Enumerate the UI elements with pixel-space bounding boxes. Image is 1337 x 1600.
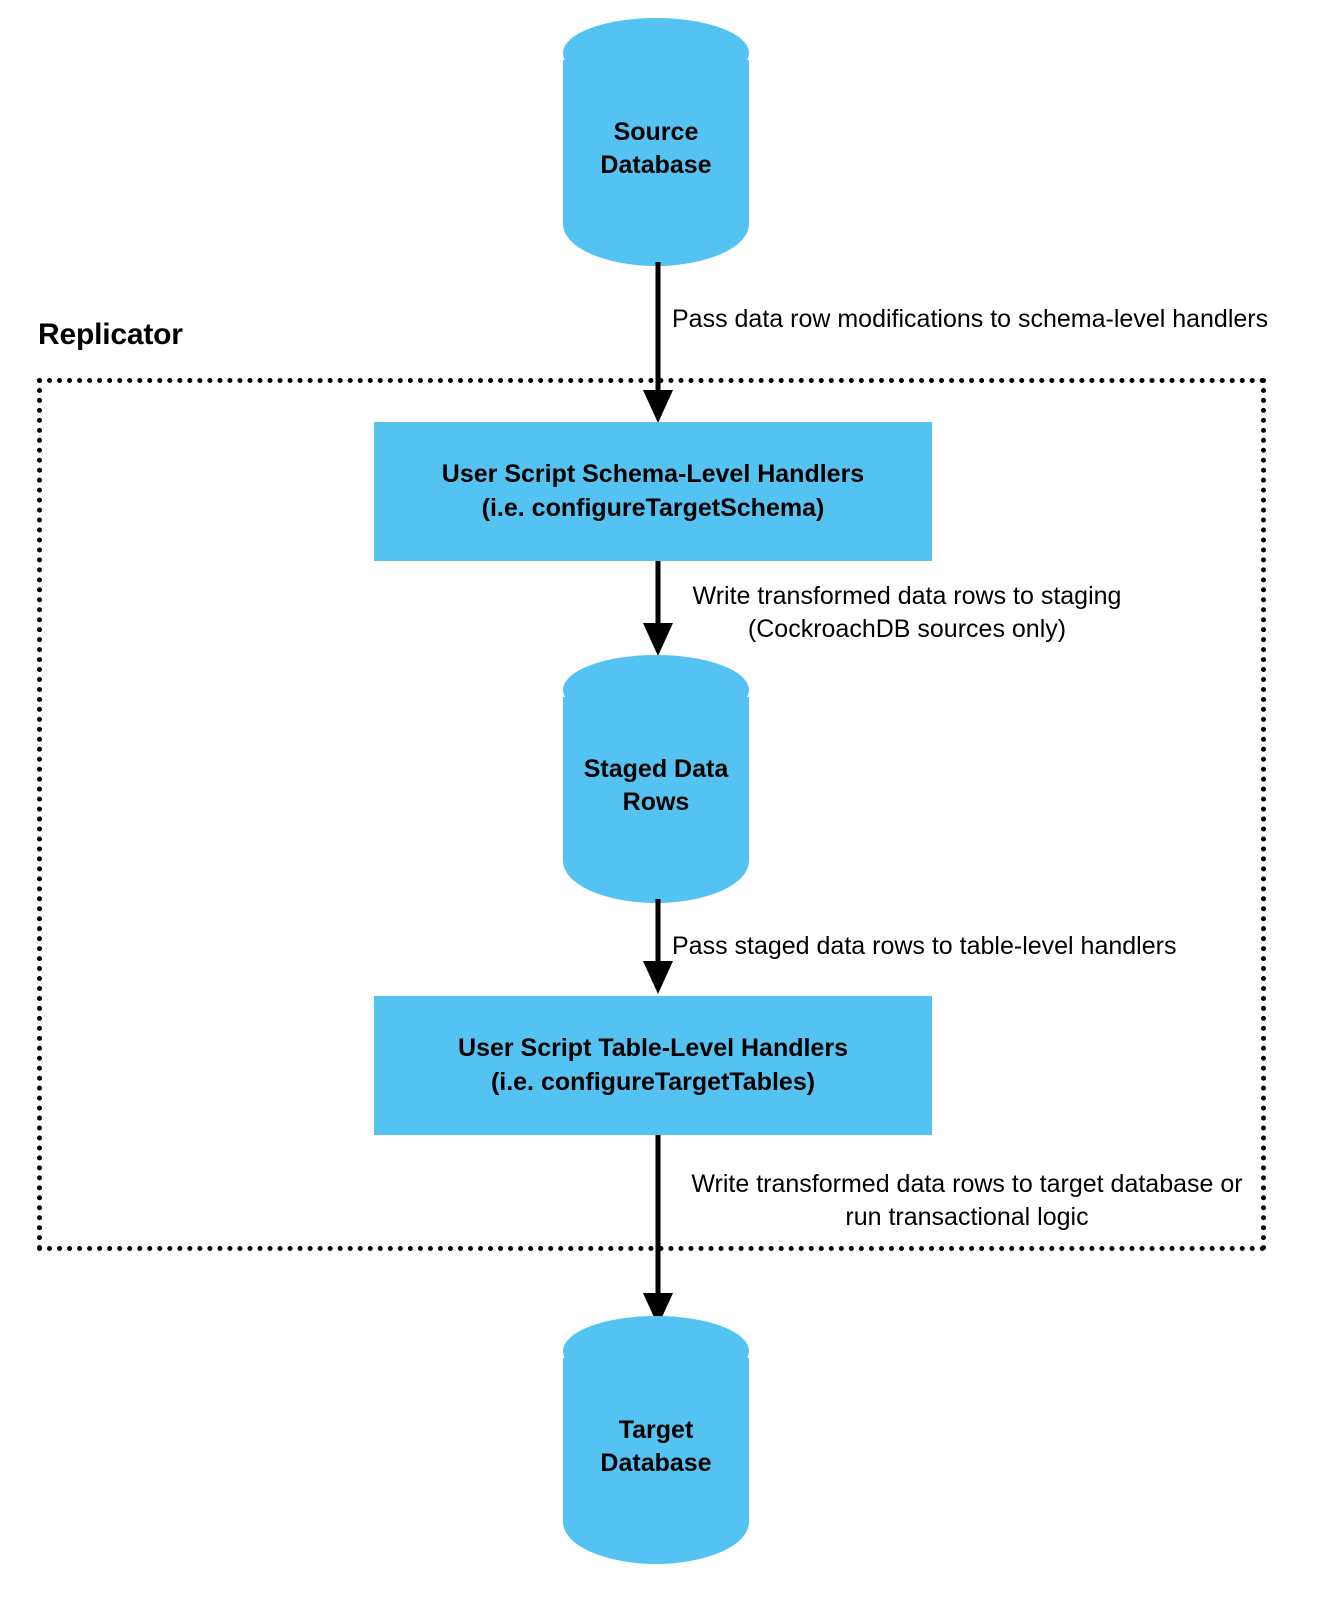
arrow-source-to-schema-handlers — [643, 262, 673, 423]
cylinder-shape — [563, 655, 749, 903]
edge-label-staged-rows-to-table-handlers: Pass staged data rows to table-level han… — [672, 932, 1177, 960]
edge-label-table-handlers-to-target-database: Write transformed data rows to target da… — [691, 1170, 1243, 1232]
edge-label-source-to-schema-handlers: Pass data row modifications to schema-le… — [672, 305, 1269, 333]
node-target-database: Target Database — [563, 1316, 749, 1564]
arrow-staged-rows-to-table-handlers — [643, 899, 673, 994]
node-target-database-label: Target Database — [600, 1416, 712, 1477]
group-boundary-replicator — [37, 378, 1266, 1251]
group-label-replicator: Replicator — [38, 318, 183, 351]
cylinder-shape — [563, 18, 749, 266]
node-source-database-label: Source Database — [600, 118, 712, 179]
cylinder-shape — [563, 1316, 749, 1564]
node-schema-level-handlers: User Script Schema-Level Handlers (i.e. … — [374, 422, 932, 561]
node-table-level-handlers-label: User Script Table-Level Handlers (i.e. c… — [458, 1033, 848, 1096]
node-schema-level-handlers-label: User Script Schema-Level Handlers (i.e. … — [441, 459, 865, 522]
edge-label-schema-handlers-to-staged-rows: Write transformed data rows to staging (… — [692, 582, 1122, 644]
arrow-schema-handlers-to-staged-rows — [643, 561, 673, 656]
arrow-table-handlers-to-target-database — [643, 1135, 673, 1326]
node-source-database: Source Database — [563, 18, 749, 266]
node-table-level-handlers: User Script Table-Level Handlers (i.e. c… — [374, 996, 932, 1135]
node-staged-data-rows: Staged Data Rows — [563, 655, 749, 903]
node-staged-data-rows-label: Staged Data Rows — [583, 755, 729, 816]
